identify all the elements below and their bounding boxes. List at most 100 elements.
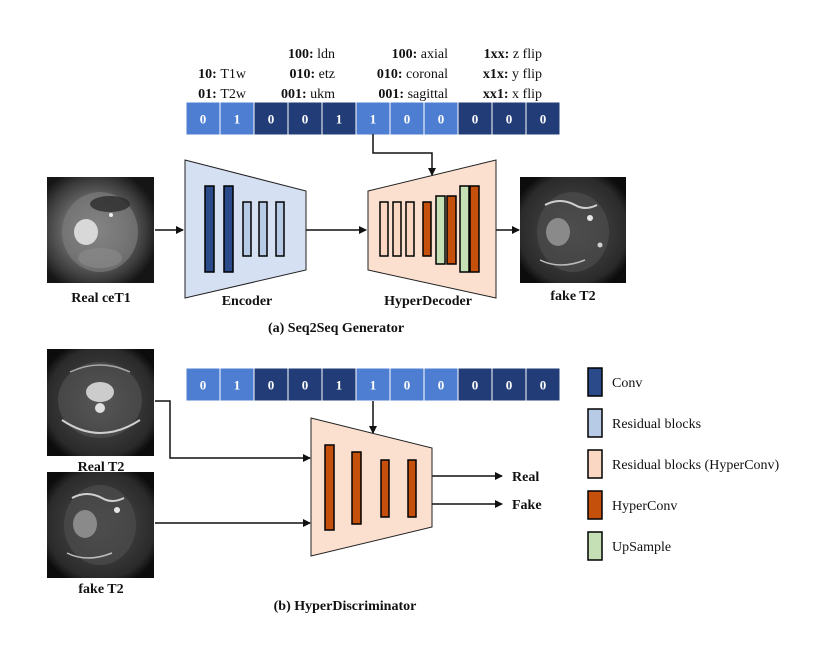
gen-bit-9 (491, 101, 527, 136)
gen-bit-5 (355, 101, 391, 136)
fake-t2-disc-image (47, 472, 154, 578)
gen-bit-label-2: 0 (268, 112, 275, 127)
fake-t2-output-label: fake T2 (550, 289, 595, 304)
gen-bit-label-10: 0 (540, 112, 547, 127)
gen-bit-label-0: 0 (200, 112, 207, 127)
disc-bit-label-1: 1 (234, 378, 241, 393)
encoder-conv-1 (204, 185, 215, 273)
disc-bit-label-7: 0 (438, 378, 445, 393)
gen-bit-label-4: 1 (336, 112, 343, 127)
encoder-conv-2 (223, 185, 234, 273)
disc-bit-5 (355, 367, 391, 402)
real-t2-label: Real T2 (78, 460, 125, 475)
code-view-line-2: 001: sagittal (378, 87, 448, 102)
disc-bit-label-6: 0 (404, 378, 411, 393)
code-site-line-1: 010: etz (290, 67, 336, 82)
gen-bit-label-8: 0 (472, 112, 479, 127)
legend-swatch-residual_hyperconv (587, 449, 603, 479)
code-modality-line-1: 01: T2w (198, 87, 247, 102)
legend-label-conv: Conv (612, 376, 642, 391)
gen-bit-10 (525, 101, 561, 136)
gen-bit-8 (457, 101, 493, 136)
arrow-real-t2-to-disc (155, 400, 311, 462)
code-view-line-0: 100: axial (392, 47, 448, 62)
legend-swatch-hyperconv (587, 490, 603, 520)
fake-t2-output-image (520, 177, 626, 283)
code-flip-line-1: x1x: y flip (483, 67, 542, 82)
disc-bit-6 (389, 367, 425, 402)
encoder-label: Encoder (222, 294, 273, 309)
arrow-code-to-decoder (372, 134, 436, 176)
disc-output-fake-label: Fake (512, 498, 542, 513)
gen-bit-6 (389, 101, 425, 136)
disc-bit-3 (287, 367, 323, 402)
code-flip-line-0: 1xx: z flip (484, 47, 542, 62)
encoder-residual-1 (242, 201, 252, 257)
disc-bit-10 (525, 367, 561, 402)
disc-bit-label-0: 0 (200, 378, 207, 393)
gen-bit-label-5: 1 (370, 112, 377, 127)
disc-hyperconv-2 (351, 451, 362, 525)
generator-code-bar: 0 1 0 0 1 1 0 0 0 0 0 (185, 101, 561, 136)
hyperdecoder-layers (379, 185, 480, 273)
legend-label-upsample: UpSample (612, 540, 671, 555)
code-site-line-2: 001: ukm (281, 87, 335, 102)
disc-bit-8 (457, 367, 493, 402)
code-modality-line-0: 10: T1w (198, 67, 247, 82)
code-flip-line-2: xx1: x flip (483, 87, 542, 102)
disc-hyperconv-4 (407, 459, 417, 518)
discriminator-caption: (b) HyperDiscriminator (274, 599, 417, 614)
generator-caption: (a) Seq2Seq Generator (268, 321, 404, 336)
encoder-layers (204, 185, 285, 273)
hyperdiscriminator-block (310, 417, 433, 557)
gen-bit-label-1: 1 (234, 112, 241, 127)
decoder-upsample-2 (459, 185, 470, 273)
decoder-residual-hc-1 (379, 201, 389, 257)
gen-bit-label-3: 0 (302, 112, 309, 127)
encoder-residual-2 (258, 201, 268, 257)
fake-t2-disc-label: fake T2 (78, 582, 123, 597)
disc-bit-label-4: 1 (336, 378, 343, 393)
legend-label-hyperconv: HyperConv (612, 499, 677, 514)
decoder-hyperconv-3 (469, 185, 480, 273)
disc-hyperconv-1 (324, 444, 335, 531)
decoder-residual-hc-3 (405, 201, 415, 257)
code-site-line-0: 100: ldn (288, 47, 335, 62)
gen-bit-2 (253, 101, 289, 136)
disc-bit-4 (321, 367, 357, 402)
legend-label-residual: Residual blocks (612, 417, 701, 432)
gen-bit-1 (219, 101, 255, 136)
disc-bit-label-8: 0 (472, 378, 479, 393)
gen-bit-7 (423, 101, 459, 136)
disc-output-real-label: Real (512, 470, 539, 485)
decoder-upsample-1 (435, 195, 446, 265)
disc-bit-label-5: 1 (370, 378, 377, 393)
real-cet1-label: Real ceT1 (71, 291, 130, 306)
disc-bit-label-10: 0 (540, 378, 547, 393)
gen-bit-label-9: 0 (506, 112, 513, 127)
decoder-hyperconv-1 (422, 201, 432, 257)
legend-swatch-upsample (587, 531, 603, 561)
decoder-residual-hc-2 (392, 201, 402, 257)
disc-hyperconv-3 (380, 459, 390, 518)
disc-bit-7 (423, 367, 459, 402)
encoder-residual-3 (275, 201, 285, 257)
gen-bit-label-6: 0 (404, 112, 411, 127)
decoder-hyperconv-2 (446, 195, 457, 265)
gen-bit-label-7: 0 (438, 112, 445, 127)
real-t2-image (47, 349, 154, 456)
gen-bit-0 (185, 101, 221, 136)
legend-swatch-residual (587, 408, 603, 438)
real-cet1-image (47, 177, 154, 283)
disc-bit-label-3: 0 (302, 378, 309, 393)
code-legend-text: 10: T1w 01: T2w 100: ldn 010: etz 001: ukm 10… (198, 47, 542, 102)
hyperdecoder-label: HyperDecoder (384, 294, 472, 309)
gen-bit-4 (321, 101, 357, 136)
legend-label-residual_hyperconv: Residual blocks (HyperConv) (612, 458, 780, 473)
disc-bit-label-9: 0 (506, 378, 513, 393)
code-view-line-1: 010: coronal (377, 67, 448, 82)
disc-bit-2 (253, 367, 289, 402)
legend-swatch-conv (587, 367, 603, 397)
